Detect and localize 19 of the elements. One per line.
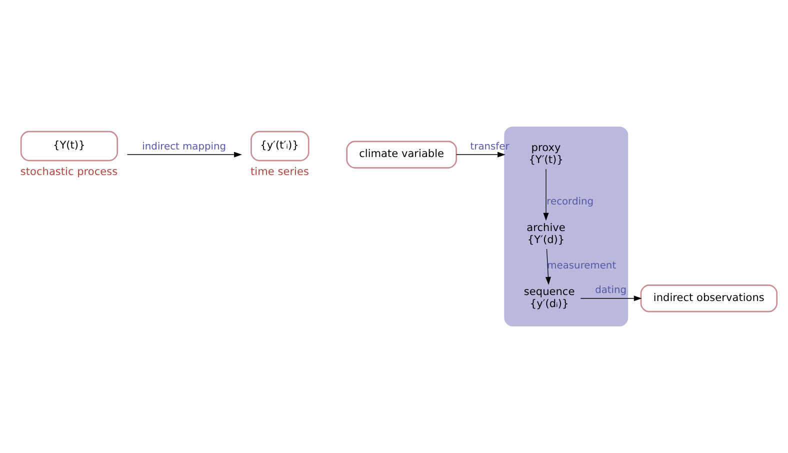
edge-label: transfer [470,141,510,152]
arrow [580,296,642,302]
arrow [545,248,551,285]
node-box: {Y(t)} [20,130,118,162]
node-text: sequence {y′(dᵢ)} [524,286,575,310]
edge-label: indirect mapping [142,141,226,152]
node-label: time series [250,166,309,178]
edge-label: measurement [547,260,616,272]
node-box: climate variable [346,140,457,168]
arrow [456,152,506,158]
arrow [543,168,549,221]
edge-label: dating [595,285,627,296]
node-text: proxy {Y′(t)} [528,142,564,166]
node-label: stochastic process [20,166,118,178]
edge-label: recording [546,196,594,208]
node-box: {y′(t′ᵢ)} [250,130,310,162]
arrow [126,152,242,158]
node-box: indirect observations [640,284,778,312]
node-text: archive {Y′(d)} [526,222,566,246]
